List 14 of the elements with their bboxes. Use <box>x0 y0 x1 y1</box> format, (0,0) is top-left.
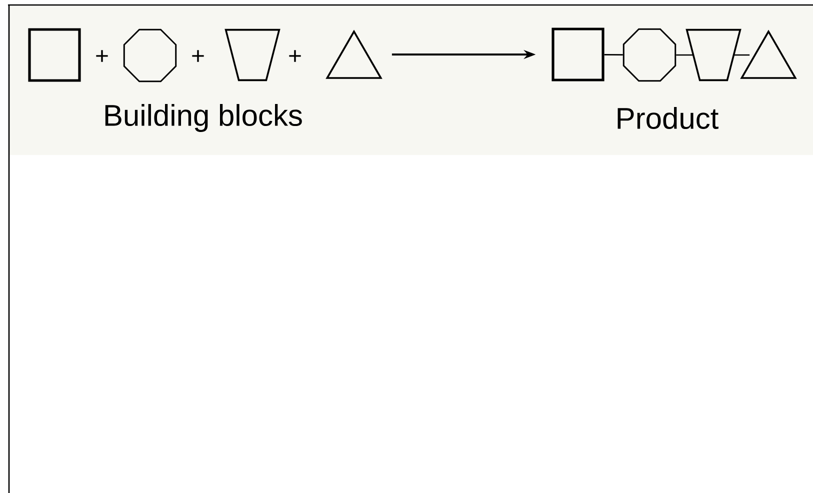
plus-sign: + <box>96 50 108 62</box>
plus-sign: + <box>192 50 204 62</box>
plus-sign: + <box>289 50 301 62</box>
link-line <box>604 54 623 56</box>
square <box>28 28 81 82</box>
octagon <box>622 28 676 82</box>
square <box>552 28 604 82</box>
trapezoid <box>686 28 742 82</box>
group-label: Building blocks <box>105 104 302 132</box>
group-label: Product <box>618 106 718 130</box>
trapezoid <box>224 28 280 82</box>
link-line <box>734 54 750 56</box>
octagon <box>123 28 177 82</box>
link-line <box>676 54 694 56</box>
